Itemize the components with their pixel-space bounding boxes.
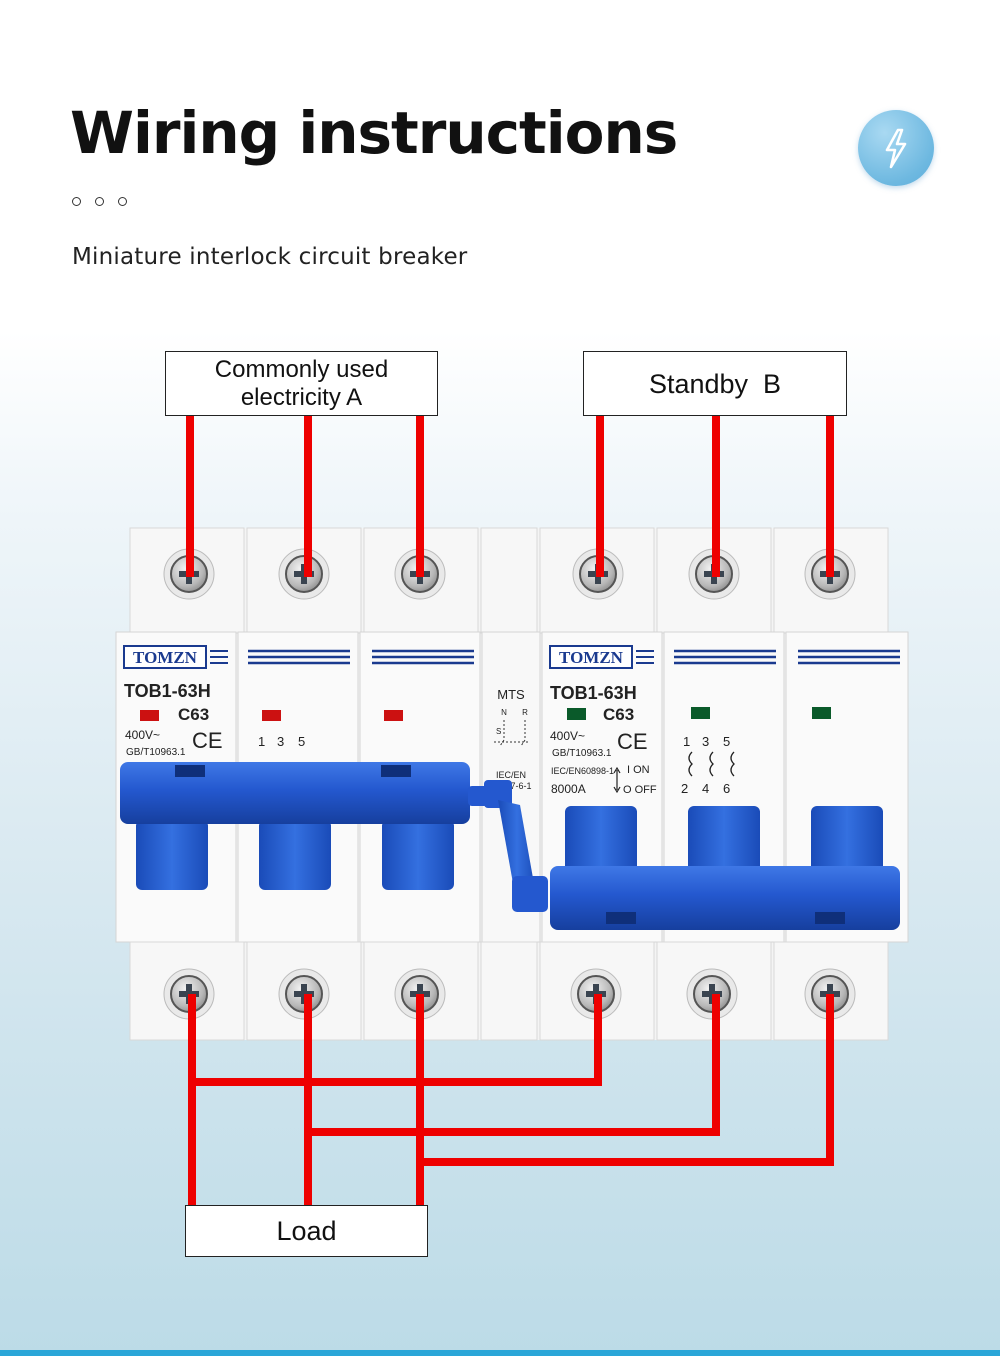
rating-label-a: C63	[178, 705, 209, 724]
screw-icon	[688, 548, 740, 600]
terminal-num-a1: 1	[258, 734, 265, 749]
on-label: I ON	[627, 764, 650, 776]
rating-label-b: C63	[603, 705, 634, 724]
interlock-link	[468, 780, 548, 912]
terminal-num-b2: 2	[681, 781, 688, 796]
indicator-a2	[262, 710, 281, 721]
indicator-b2	[691, 707, 710, 719]
dot-icon	[72, 197, 81, 206]
source-b-label: Standby B	[583, 351, 847, 416]
source-a-text: Commonly used electricity A	[214, 355, 389, 411]
terminal-num-b3: 3	[702, 734, 709, 749]
voltage-label-a: 400V~	[125, 728, 160, 742]
dot-icon	[118, 197, 127, 206]
red-wires	[186, 415, 834, 1206]
toggle-levers	[136, 806, 883, 890]
mts-label: MTS	[497, 687, 525, 702]
terminal-num-b5: 5	[723, 734, 730, 749]
terminal-num-a5: 5	[298, 734, 305, 749]
standard-label-c: IEC/EN60898-1	[551, 766, 614, 776]
mts-n-label: N	[501, 708, 507, 717]
breaker-b-markings: TOMZN TOB1-63H C63 400V~ CE GB/T10963.1 …	[549, 645, 900, 796]
bottom-accent-bar	[0, 1350, 1000, 1356]
source-a-label: Commonly used electricity A	[165, 351, 438, 416]
breaking-capacity-label: 8000A	[551, 782, 586, 796]
terminal-num-b4: 4	[702, 781, 709, 796]
load-text: Load	[276, 1216, 337, 1246]
indicator-a1	[140, 710, 159, 721]
standard-label-a: GB/T10963.1	[126, 747, 186, 758]
indicator-b1	[567, 708, 586, 720]
voltage-label-b: 400V~	[550, 729, 585, 743]
indicator-b3	[812, 707, 831, 719]
source-b-text: Standby B	[648, 368, 782, 399]
load-label: Load	[185, 1205, 428, 1257]
model-label-a: TOB1-63H	[124, 681, 211, 701]
model-label-b: TOB1-63H	[550, 683, 637, 703]
decorative-dots	[72, 197, 127, 206]
ce-mark-a: CE	[192, 728, 223, 753]
brand-logo-b: TOMZN	[559, 648, 624, 667]
mts-r-label: R	[522, 708, 528, 717]
interlock-handle-b	[550, 866, 900, 930]
standard-label-b: GB/T10963.1	[552, 748, 612, 759]
indicator-a3	[384, 710, 403, 721]
mts-standard-1: IEC/EN	[496, 770, 526, 780]
page-title: Wiring instructions	[70, 99, 678, 167]
ce-mark-b: CE	[617, 729, 648, 754]
breaker-a-markings: TOMZN TOB1-63H C63 400V~ CE GB/T10963.1 …	[123, 645, 474, 758]
interlock-handle-a	[120, 762, 470, 824]
mts-s-label: S	[496, 727, 501, 736]
off-label: O OFF	[623, 784, 657, 796]
terminal-num-b6: 6	[723, 781, 730, 796]
terminal-num-a3: 3	[277, 734, 284, 749]
page-subtitle: Miniature interlock circuit breaker	[72, 244, 468, 270]
lightning-bolt-icon	[858, 110, 934, 186]
brand-logo-a: TOMZN	[133, 648, 198, 667]
dot-icon	[95, 197, 104, 206]
terminal-num-b1: 1	[683, 734, 690, 749]
